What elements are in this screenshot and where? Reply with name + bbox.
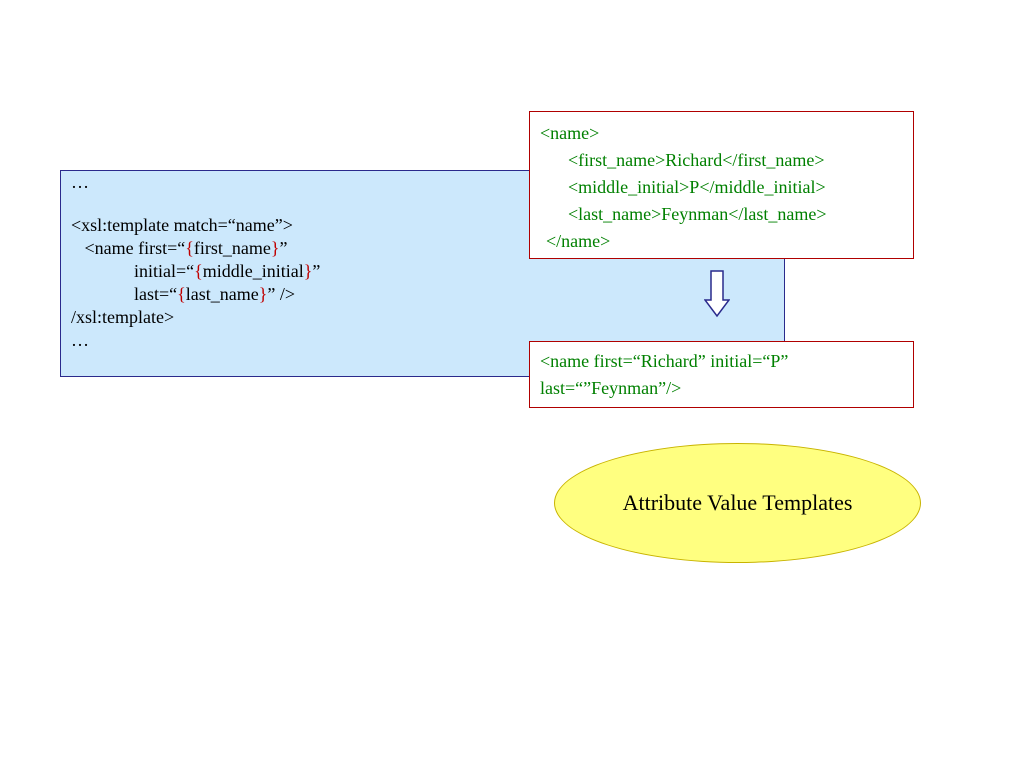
xml-first-name-value: Richard [665, 150, 723, 170]
first-prefix: <name first=“ [71, 238, 186, 258]
first-name-ref: first_name [193, 238, 271, 258]
template-open-line: <xsl:template match=“name”> [71, 215, 293, 235]
initial-suffix: ” [312, 261, 321, 281]
ellipsis-bottom: … [71, 330, 89, 350]
xml-name-close: </name> [546, 231, 611, 251]
last-name-ref: last_name [185, 284, 259, 304]
xml-first-name-close: </first_name> [722, 150, 825, 170]
xml-middle-initial-open: <middle_initial> [568, 177, 690, 197]
ellipsis-top: … [71, 172, 89, 192]
initial-prefix: initial=“ [71, 261, 195, 281]
open-brace: { [177, 284, 186, 304]
xml-middle-initial-close: </middle_initial> [699, 177, 826, 197]
close-brace: } [258, 284, 268, 304]
name-first-line: <name first=“{first_name}” [71, 237, 784, 260]
xml-last-name-line: <last_name>Feynman</last_name> [540, 201, 913, 228]
initial-line: initial=“{middle_initial}” [71, 260, 784, 283]
close-brace: } [270, 238, 280, 258]
xml-middle-initial-value: P [689, 177, 700, 197]
xml-last-name-close: </last_name> [728, 204, 827, 224]
template-close-line: /xsl:template> [71, 307, 175, 327]
result-xml-box: <name first=“Richard” initial=“P” last=“… [529, 341, 914, 408]
close-brace: } [303, 261, 313, 281]
xml-first-name-line: <first_name>Richard</first_name> [540, 147, 913, 174]
last-suffix: ” /> [267, 284, 296, 304]
caption-text: Attribute Value Templates [622, 490, 853, 515]
xml-last-name-value: Feynman [661, 204, 729, 224]
last-prefix: last=“ [71, 284, 178, 304]
open-brace: { [185, 238, 194, 258]
xml-last-name-open: <last_name> [568, 204, 662, 224]
caption-ellipse: Attribute Value Templates [554, 443, 921, 563]
result-line-2: last=“”Feynman”/> [540, 378, 682, 398]
down-arrow-icon [704, 270, 730, 318]
last-line: last=“{last_name}” /> [71, 283, 784, 306]
first-suffix: ” [279, 238, 288, 258]
result-line-1: <name first=“Richard” initial=“P” [540, 351, 789, 371]
xml-middle-initial-line: <middle_initial>P</middle_initial> [540, 174, 913, 201]
xml-first-name-open: <first_name> [568, 150, 666, 170]
open-brace: { [194, 261, 203, 281]
middle-initial-ref: middle_initial [202, 261, 304, 281]
source-xml-box: <name> <first_name>Richard</first_name> … [529, 111, 914, 259]
xml-name-open: <name> [540, 123, 600, 143]
